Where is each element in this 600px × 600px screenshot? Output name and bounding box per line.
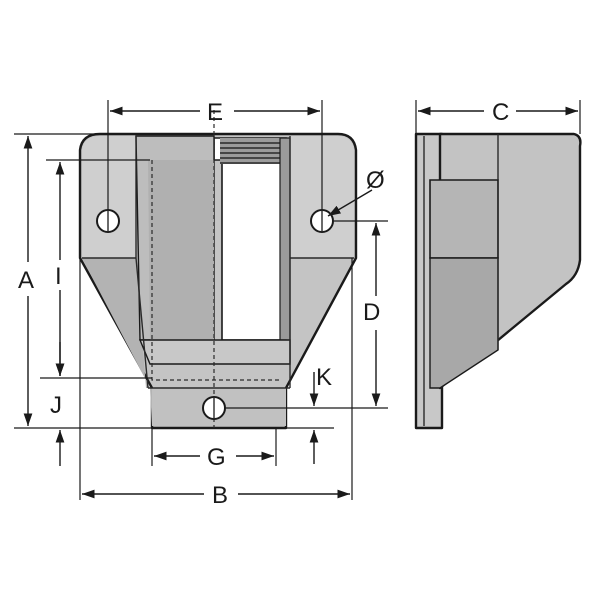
hole-left — [96, 209, 120, 233]
hole-right — [310, 209, 334, 233]
side-lower-face — [429, 257, 499, 389]
side-step-upper — [429, 179, 499, 259]
inner-opening — [213, 137, 287, 341]
label-diameter: Ø — [366, 167, 385, 194]
inner-ledge — [138, 339, 291, 365]
front-view — [78, 110, 358, 430]
side-view — [414, 132, 582, 430]
label-C: C — [492, 99, 509, 126]
dimension-labels: A I J E C D G B K Ø — [18, 99, 509, 509]
inner-recess — [148, 160, 214, 340]
left-slope-face — [82, 258, 152, 426]
label-E: E — [207, 99, 223, 126]
label-J: J — [50, 392, 62, 419]
right-inner-wall — [279, 137, 291, 363]
label-A: A — [18, 267, 34, 294]
label-I: I — [55, 263, 62, 290]
label-K: K — [316, 364, 332, 391]
dimension-lines — [23, 106, 578, 499]
left-flange — [82, 136, 136, 258]
label-B: B — [212, 482, 228, 509]
hole-bottom — [202, 396, 226, 420]
label-G: G — [207, 444, 226, 471]
label-D: D — [363, 299, 380, 326]
top-ribs — [220, 138, 280, 164]
extension-lines — [14, 100, 581, 500]
